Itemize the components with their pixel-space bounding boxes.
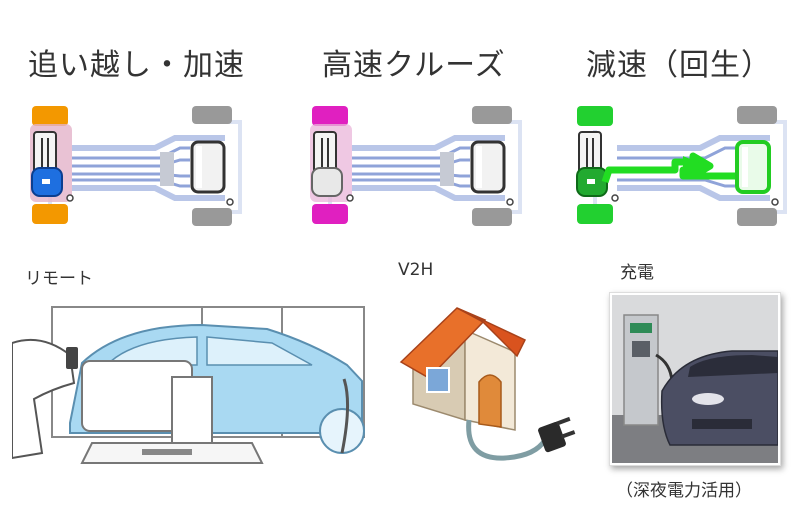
rear-wheel-top [192, 106, 232, 124]
regen-flow-arrow [601, 152, 741, 184]
regen-arrow-head [683, 156, 707, 176]
power-plug [538, 421, 566, 453]
front-wheel-bottom [577, 204, 613, 224]
rear-wheel-bottom [472, 208, 512, 226]
mode-title-overtake: 追い越し・加速 [28, 48, 245, 83]
electric-motor [311, 167, 343, 197]
front-wheel-top [577, 106, 613, 126]
charging-caption: （深夜電力活用） [616, 481, 752, 501]
drivetrain-diagram-regen [576, 106, 787, 226]
person [12, 338, 76, 460]
chassis-rails [352, 135, 505, 201]
charging-photo [612, 295, 778, 463]
mode-title-regen: 減速（回生） [586, 48, 772, 83]
chassis-rails [72, 135, 225, 201]
mode-title-cruise: 高速クルーズ [322, 48, 506, 83]
house-window [426, 367, 450, 393]
drivetrain-diagram-overtake [30, 106, 242, 226]
front-wheel-bottom [32, 204, 68, 224]
transmission-box [160, 152, 174, 186]
power-cable [466, 419, 548, 461]
drivetrain-diagram-cruise [310, 106, 522, 226]
front-wheel-top [32, 106, 68, 126]
rear-wheel-bottom [192, 208, 232, 226]
house-door [478, 374, 502, 428]
transmission-box [440, 152, 454, 186]
remote-illustration [12, 303, 367, 465]
v2h-illustration [399, 307, 576, 461]
charging-station [623, 314, 659, 426]
rear-wheel-bottom [737, 208, 777, 226]
rear-wheel-top [472, 106, 512, 124]
chassis-rails [617, 135, 770, 201]
battery-pack [735, 140, 771, 194]
feature-label-remote: リモート [25, 269, 93, 289]
house-roof [399, 307, 487, 379]
power-flow-lines [617, 146, 735, 188]
feature-label-charging: 充電 [620, 263, 654, 283]
rear-wheel-top [737, 106, 777, 124]
front-wheel-bottom [312, 204, 348, 224]
charging-photo-frame [609, 292, 781, 466]
feature-label-v2h: V2H [398, 260, 434, 280]
smartphone [66, 347, 78, 369]
front-wheel-top [312, 106, 348, 126]
